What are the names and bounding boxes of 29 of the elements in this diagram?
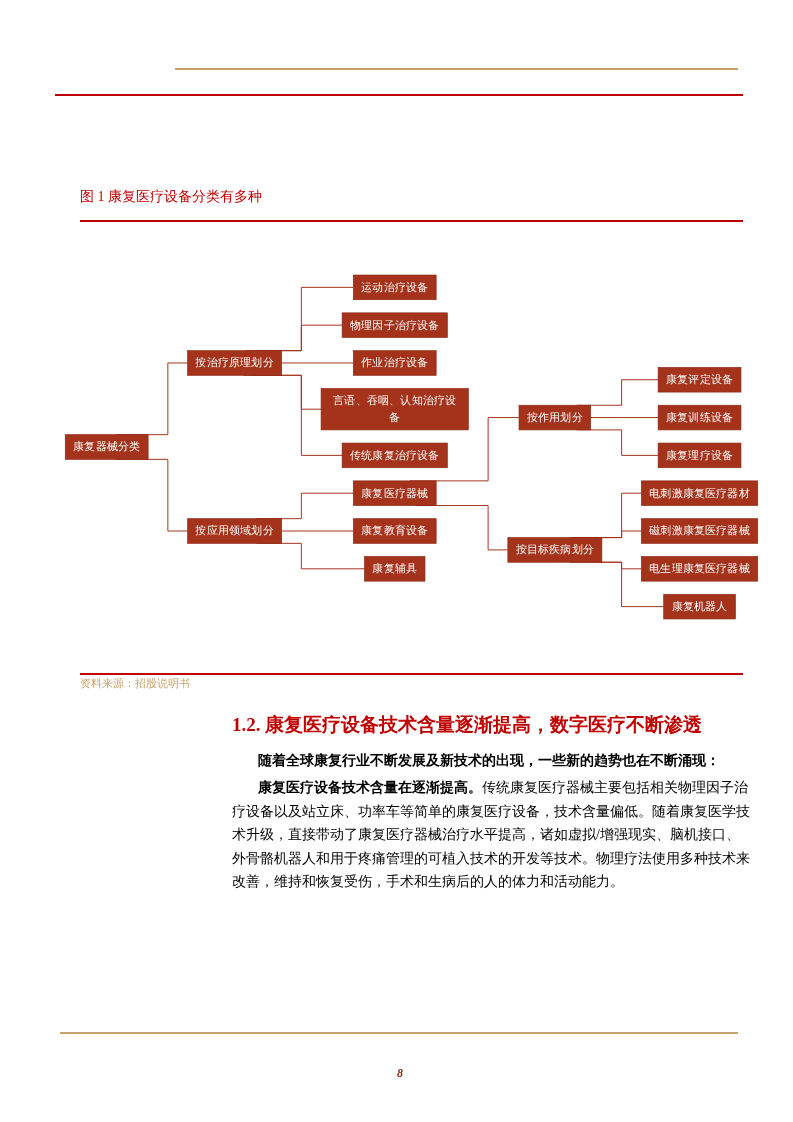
node-box: 康复医疗器械 (352, 480, 437, 506)
node-box: 康复训练设备 (657, 404, 742, 431)
node-box: 按治疗原理划分 (187, 350, 282, 376)
section-heading: 1.2. 康复医疗设备技术含量逐渐提高，数字医疗不断渗透 (232, 713, 704, 737)
lead-paragraph: 随着全球康复行业不断发展及新技术的出现，一些新的趋势也在不断涌现： (258, 752, 721, 770)
body-paragraph: 康复医疗设备技术含量在逐渐提高。传统康复医疗器械主要包括相关物理因子治疗设备以及站立床、功率车等简单的康复医疗设备，技术含量偏低。随着康复医学技术升级，直接带动了康复医疗器械治疗水平提高，诸如虚拟/增强现实、脑机接口、外骨骼机器人和用于疼痛管理的可植入技术的开发等技术。物理疗法使用多种技术来改善，维持和恢复受伤，手术和生病后的人的体力和活动能力。 (232, 779, 751, 891)
node-box: 言语、吞咽、认知治疗设备 (320, 388, 469, 431)
connector (281, 530, 354, 532)
node-box: 康复机器人 (663, 593, 736, 620)
node-box: 传统康复治疗设备 (341, 442, 448, 469)
source-note: 资料来源：招股说明书 (80, 676, 190, 691)
node-box: 运动治疗设备 (352, 274, 437, 300)
node-box: 康复评定设备 (657, 367, 742, 393)
node-box: 康复理疗设备 (657, 442, 742, 469)
figure-title: 图 1 康复医疗设备分类有多种 (80, 188, 262, 206)
node-box: 按作用划分 (518, 404, 592, 431)
connector (281, 362, 354, 364)
node-box: 按目标疾病划分 (507, 537, 603, 563)
node-box: 磁刺激康复医疗器械 (641, 518, 759, 544)
node-box: 按应用领域划分 (187, 518, 282, 544)
node-box: 作业治疗设备 (352, 350, 437, 376)
connector (590, 417, 659, 419)
node-box: 物理因子治疗设备 (341, 312, 448, 338)
node-box: 康复教育设备 (352, 518, 437, 544)
node-box: 康复器械分类 (64, 434, 149, 460)
node-box: 电生理康复医疗器械 (641, 556, 759, 582)
node-box: 康复辅具 (364, 556, 426, 582)
node-box: 电刺激康复医疗器材 (641, 480, 759, 506)
page-number: 8 (396, 1066, 404, 1081)
